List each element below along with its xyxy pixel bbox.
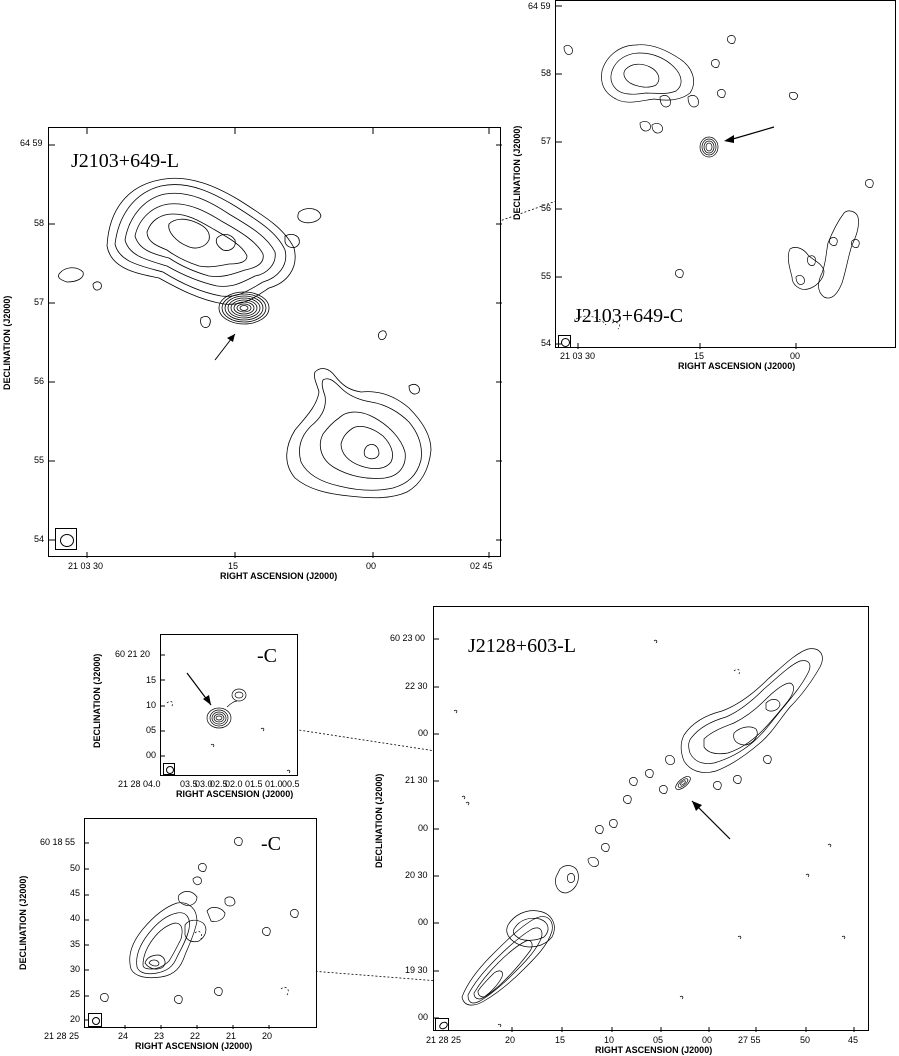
beam-box (55, 528, 77, 550)
dec-tick-label: 40 (70, 913, 81, 923)
panel-title: J2103+649-L (71, 150, 179, 172)
panel-title: -C (261, 833, 281, 855)
ra-tick-label: 27 55 (738, 1035, 761, 1045)
contour-map-j2128-l (434, 638, 855, 1032)
dec-tick-label: 25 (70, 989, 81, 999)
dec-tick-label: 21 30 (405, 775, 428, 785)
x-axis-title: RIGHT ASCENSION (J2000) (595, 1045, 713, 1055)
x-axis-title: RIGHT ASCENSION (J2000) (220, 571, 338, 581)
panel-title: -C (257, 645, 277, 667)
panel-j2128-c-bottom: -C (84, 818, 317, 1029)
ra-tick-label: 23 (154, 1031, 165, 1041)
dec-tick-label: 00 (418, 1012, 429, 1022)
beam-box (435, 1018, 450, 1031)
dec-tick-label: 50 (70, 863, 81, 873)
dec-tick-label: 45 (70, 888, 81, 898)
dec-tick-label: 54 (34, 534, 45, 544)
y-axis-title: DECLINATION (J2000) (18, 875, 28, 970)
dec-tick-label: 22 30 (405, 681, 428, 691)
ra-tick-label: 21 (226, 1031, 237, 1041)
ra-tick-label: 15 (694, 351, 705, 361)
ra-tick-label: 50 (800, 1035, 811, 1045)
y-axis-title: DECLINATION (J2000) (92, 653, 102, 748)
ra-tick-label: 05 (653, 1035, 664, 1045)
ra-first-label: 21 28 25 (44, 1031, 80, 1041)
ra-tick-label: 00 (790, 351, 801, 361)
dec-tick-label: 57 (34, 297, 45, 307)
dec-first-label: 64 59 (20, 138, 43, 148)
ra-tick-label: 01.5 (245, 779, 263, 789)
dec-first-label: 64 59 (528, 1, 551, 11)
ra-first-label: 21 28 04.0 (118, 779, 161, 789)
ra-tick-label: 02.5 (210, 779, 228, 789)
y-axis-title: DECLINATION (J2000) (512, 125, 522, 220)
beam-ellipse (60, 534, 74, 547)
ra-tick-label: 00.5 (282, 779, 300, 789)
x-axis-title: RIGHT ASCENSION (J2000) (678, 361, 796, 371)
beam-box (558, 335, 571, 348)
x-axis-title: RIGHT ASCENSION (J2000) (135, 1041, 253, 1051)
beam-ellipse (561, 338, 570, 347)
ra-tick-label: 01.0 (265, 779, 283, 789)
dec-first-label: 60 21 20 (115, 649, 151, 659)
ra-tick-label: 02 45 (470, 561, 493, 571)
y-axis-title: DECLINATION (J2000) (2, 295, 12, 390)
ra-tick-label: 45 (848, 1035, 859, 1045)
panel-j2128-l: J2128+603-L (433, 606, 869, 1032)
dec-tick-label: 57 (541, 136, 552, 146)
dec-tick-label: 55 (541, 271, 552, 281)
ra-tick-label: 20 (505, 1035, 516, 1045)
dec-tick-label: 35 (70, 939, 81, 949)
dec-tick-label: 30 (70, 964, 81, 974)
dec-tick-label: 00 (418, 728, 429, 738)
dec-tick-label: 58 (541, 68, 552, 78)
dec-tick-label: 55 (34, 455, 45, 465)
ra-tick-label: 24 (118, 1031, 129, 1041)
panel-j2128-c-top: -C (160, 634, 298, 776)
panel-j2103-l: J2103+649-L (48, 127, 502, 558)
dec-tick-label: 05 (146, 725, 157, 735)
contour-map-j2103-l (49, 128, 502, 558)
contour-map-j2103-c (556, 5, 874, 349)
y-axis-title: DECLINATION (J2000) (374, 773, 384, 868)
dec-tick-label: 00 (418, 823, 429, 833)
ra-tick-label: 20 (262, 1031, 273, 1041)
ra-tick-label: 15 (555, 1035, 566, 1045)
contour-map-j2128-c-bottom (85, 837, 299, 1029)
ra-tick-label: 00 (702, 1035, 713, 1045)
dec-first-label: 60 23 00 (390, 633, 426, 643)
ra-tick-label: 03.5 (180, 779, 198, 789)
beam-box (88, 1013, 102, 1027)
dec-tick-label: 54 (541, 338, 552, 348)
ra-tick-label: 22 (190, 1031, 201, 1041)
beam-ellipse (437, 1020, 450, 1031)
ra-first-label: 21 03 30 (560, 351, 596, 361)
dec-tick-label: 15 (146, 675, 157, 685)
dec-first-label: 60 18 55 (40, 837, 76, 847)
dec-tick-label: 19 30 (405, 965, 428, 975)
ra-tick-label: 10 (604, 1035, 615, 1045)
beam-box (163, 763, 175, 775)
ra-tick-label: 03.0 (195, 779, 213, 789)
ra-tick-label: 00 (366, 561, 377, 571)
dec-tick-label: 20 (70, 1014, 81, 1024)
panel-title: J2128+603-L (468, 635, 576, 657)
panel-j2103-c: J2103+649-C (555, 0, 896, 349)
ra-tick-label: 02.0 (225, 779, 243, 789)
dec-tick-label: 56 (541, 203, 552, 213)
dec-tick-label: 20 30 (405, 870, 428, 880)
ra-tick-label: 15 (228, 561, 239, 571)
dec-tick-label: 00 (418, 917, 429, 927)
ra-first-label: 21 03 30 (68, 561, 104, 571)
beam-ellipse (92, 1017, 100, 1025)
dec-tick-label: 00 (146, 750, 157, 760)
contour-map-j2128-c-top (161, 654, 291, 774)
x-axis-title: RIGHT ASCENSION (J2000) (176, 789, 294, 799)
ra-first-label: 21 28 25 (426, 1035, 462, 1045)
dec-tick-label: 56 (34, 376, 45, 386)
beam-ellipse (166, 766, 174, 774)
panel-title: J2103+649-C (574, 305, 684, 327)
dec-tick-label: 10 (146, 700, 157, 710)
dec-tick-label: 58 (34, 218, 45, 228)
